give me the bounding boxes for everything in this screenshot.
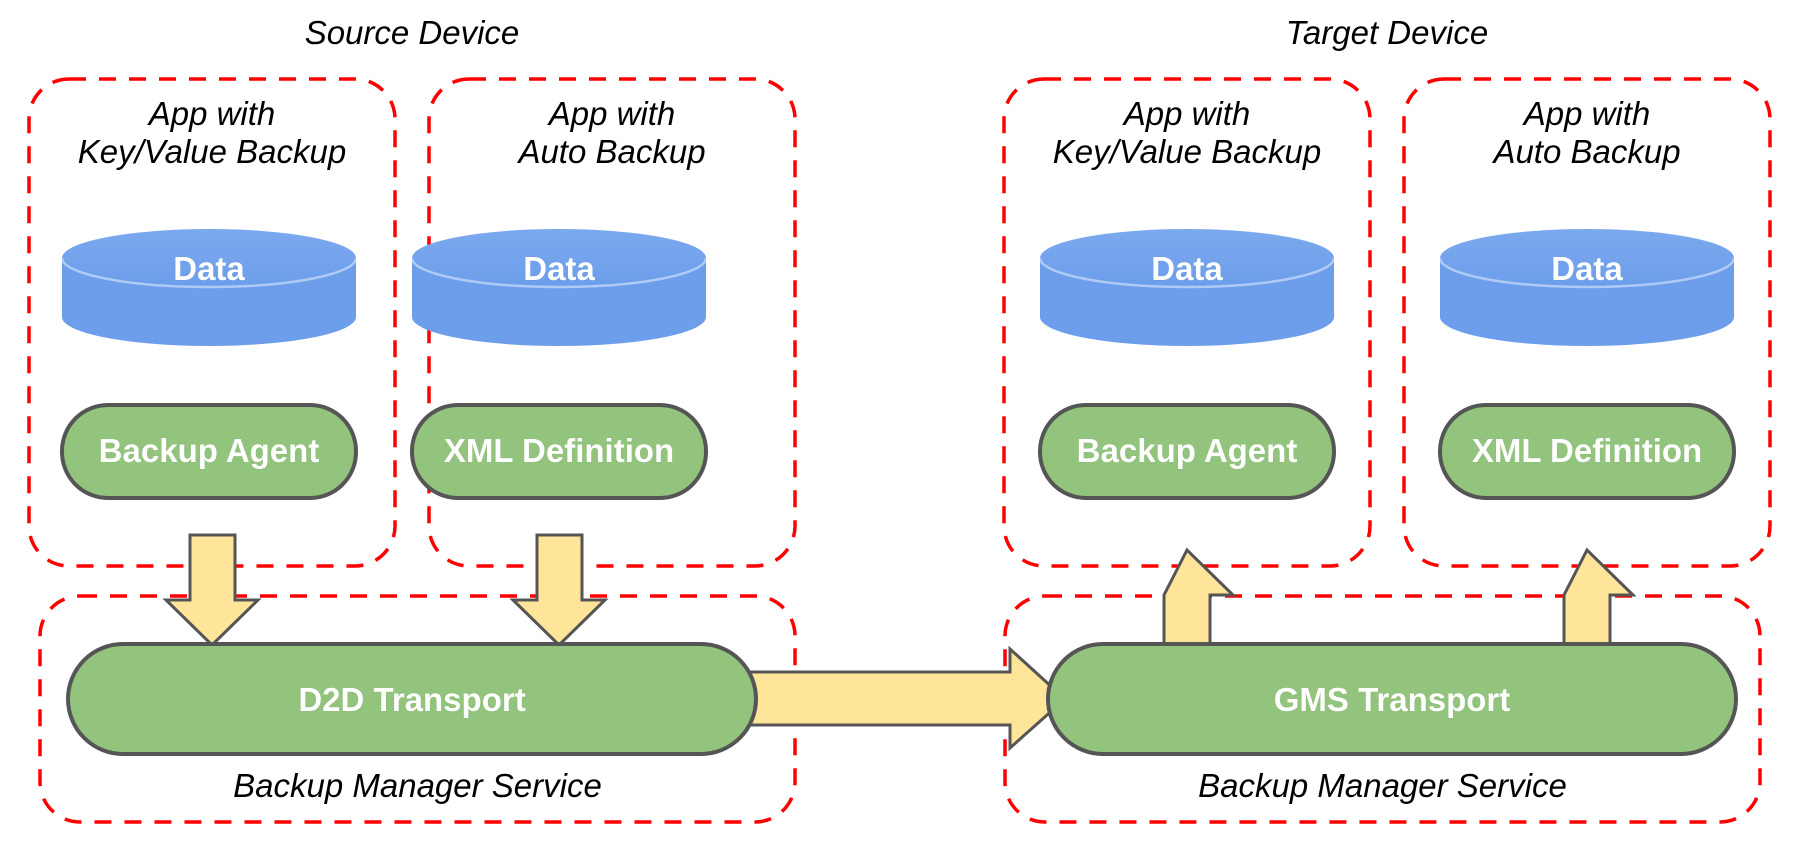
target-app2-title: App with Auto Backup [1404, 95, 1770, 171]
arrow-d2d-to-gms [740, 645, 1068, 752]
target-app2-data-cylinder [1438, 229, 1736, 346]
gms-transport-label[interactable]: GMS Transport [1273, 681, 1511, 718]
source-app1-data-cylinder [60, 229, 358, 346]
source-app2-component-label[interactable]: XML Definition [443, 432, 675, 469]
target-app1-component-label[interactable]: Backup Agent [1076, 432, 1298, 469]
source-app2-component-pill[interactable] [410, 403, 708, 500]
target-backup-manager-caption: Backup Manager Service [1198, 767, 1567, 804]
arrow-xml-definition-to-d2d [509, 533, 609, 648]
source-app2-title: App with Auto Backup [429, 95, 795, 171]
d2d-transport-pill[interactable] [66, 642, 758, 756]
source-app2-container [427, 77, 797, 568]
target-app2-component-pill[interactable] [1438, 403, 1736, 500]
d2d-transport-label[interactable]: D2D Transport [298, 681, 526, 718]
target-app1-title-line2: Key/Value Backup [1052, 133, 1322, 170]
target-app2-data-label: Data [1551, 250, 1623, 287]
gms-transport-pill[interactable] [1046, 642, 1738, 756]
source-device-title: Source Device [304, 14, 520, 51]
target-app2-title-line2: Auto Backup [1493, 133, 1681, 170]
target-app1-component-pill[interactable] [1038, 403, 1336, 500]
source-app1-component-pill[interactable] [60, 403, 358, 500]
arrow-backup-agent-to-d2d [162, 533, 262, 648]
source-app1-component-label[interactable]: Backup Agent [98, 432, 320, 469]
source-app1-data-label: Data [173, 250, 245, 287]
target-app2-component-label[interactable]: XML Definition [1471, 432, 1703, 469]
source-app1-title-line2: Key/Value Backup [77, 133, 347, 170]
source-app2-title-line1: App with [548, 95, 676, 132]
source-app2-title-line2: Auto Backup [518, 133, 706, 170]
target-app1-title: App with Key/Value Backup [1004, 95, 1370, 171]
source-app2-data-cylinder [410, 229, 708, 346]
target-backup-manager-container [1003, 594, 1762, 824]
source-backup-manager-caption: Backup Manager Service [233, 767, 602, 804]
source-app1-title-line1: App with [148, 95, 276, 132]
source-app1-title: App with Key/Value Backup [29, 95, 395, 171]
target-app1-title-line1: App with [1123, 95, 1251, 132]
target-app1-data-cylinder [1038, 229, 1336, 346]
target-device-title: Target Device [1285, 14, 1489, 51]
target-app1-data-label: Data [1151, 250, 1223, 287]
source-app2-data-label: Data [523, 250, 595, 287]
target-app2-title-line1: App with [1523, 95, 1651, 132]
